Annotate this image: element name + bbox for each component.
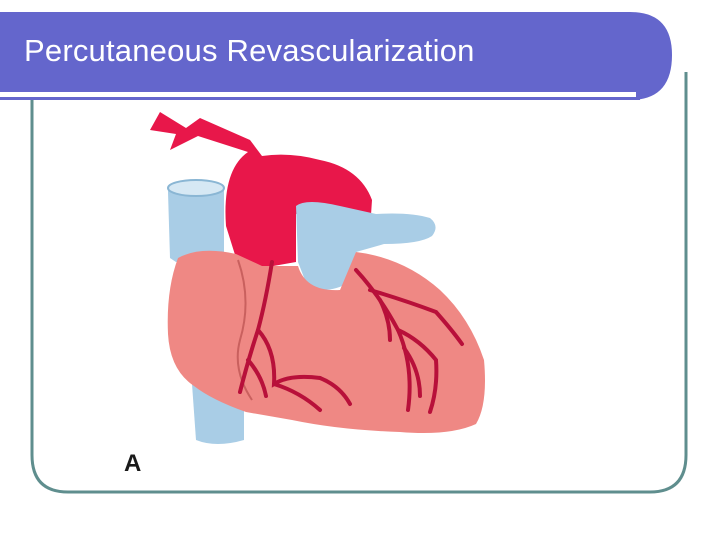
vena-cava-opening: [167, 179, 225, 197]
superior-vena-cava: [168, 182, 224, 262]
title-underline-shadow: [0, 97, 640, 100]
coronary-arteries: [238, 260, 464, 414]
figure-label: A: [124, 450, 142, 477]
content-border: [30, 72, 688, 494]
title-bar: [0, 12, 672, 100]
pulmonary-artery: [296, 202, 436, 290]
title-underline: [0, 92, 636, 97]
aorta: [150, 112, 372, 268]
heart-body: [167, 250, 485, 433]
slide-title: Percutaneous Revascularization: [24, 33, 475, 68]
